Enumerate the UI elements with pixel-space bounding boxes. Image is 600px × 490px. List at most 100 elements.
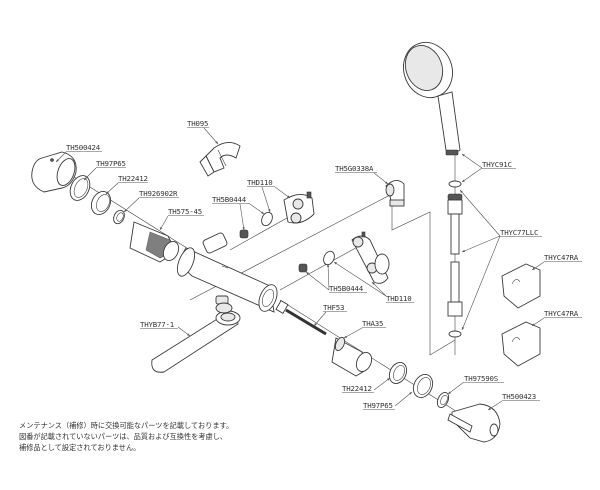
part-TH575-45-cartridge <box>129 221 180 263</box>
callout-thd110-top: THD110 <box>247 178 291 213</box>
arrowhead <box>387 378 390 381</box>
leader-line <box>373 172 389 185</box>
arrowhead <box>372 282 375 285</box>
leader-line <box>333 261 387 297</box>
arrowhead <box>187 333 190 336</box>
callout-th095: TH095 <box>187 119 219 145</box>
callout-th5b0444-top: TH5B0444 <box>212 195 265 231</box>
part-THD110-ring-top <box>261 211 273 227</box>
leader-line <box>343 327 363 339</box>
part-number-label: TH926902R <box>139 189 178 198</box>
maintenance-note: メンテナンス（補修）時に交換可能なパーツを記載しております。 図番が記載されてい… <box>19 420 233 453</box>
part-number-label: TH5B0444 <box>212 195 247 204</box>
arrowhead <box>532 267 535 270</box>
callout-th22412-top: TH22412 <box>105 174 148 195</box>
arrowhead <box>462 154 465 157</box>
callout-th97p65-bottom: TH97P65 <box>363 391 413 410</box>
part-THYC77LLC-hose <box>447 193 463 338</box>
part-TH5G0338A-elbow <box>385 180 405 207</box>
arrowhead <box>462 249 465 253</box>
part-THYC47RA-holder-top <box>501 263 541 309</box>
arrowhead <box>56 159 59 162</box>
note-line-1: メンテナンス（補修）時に交換可能なパーツを記載しております。 <box>19 421 234 430</box>
callout-th97p65-top: TH97P65 <box>83 159 126 181</box>
leader-line <box>261 186 271 213</box>
callout-tha35: THA35 <box>343 319 386 339</box>
part-number-label: THD110 <box>247 178 273 187</box>
leader-line <box>313 311 327 327</box>
arrowhead <box>461 327 465 330</box>
leader-line <box>371 281 387 297</box>
arrowhead <box>385 181 388 184</box>
part-number-label: THF53 <box>323 303 344 312</box>
part-number-label: THA35 <box>362 319 383 328</box>
leader-line <box>461 235 501 253</box>
arrowhead <box>462 179 465 182</box>
part-THA35-cartridge <box>331 336 373 377</box>
part-number-label: TH97P65 <box>96 159 126 168</box>
leader-line <box>394 391 413 407</box>
arrowhead <box>84 177 87 180</box>
arrowhead <box>409 392 412 395</box>
part-elbow-fitting-bottom <box>351 231 390 284</box>
arrowhead <box>106 191 109 194</box>
part-number-label: TH500423 <box>502 392 536 401</box>
arrowhead <box>314 323 317 326</box>
part-number-label: TH575-45 <box>168 207 202 216</box>
leader-line <box>461 153 483 169</box>
arrowhead <box>268 209 271 212</box>
leader-line <box>461 167 483 183</box>
leader-line <box>249 203 265 215</box>
arrowhead <box>532 323 535 326</box>
leader-line <box>274 186 291 199</box>
callout-th22412-bottom: TH22412 <box>342 377 391 393</box>
leader-line <box>461 235 501 331</box>
leader-line <box>83 167 97 181</box>
note-line-2: 図番が記載されていないパーツは、品質および互換性を考慮し、 <box>19 432 228 441</box>
arrowhead <box>287 195 290 198</box>
callout-thyc47ra-top: THYC47RA <box>531 253 582 271</box>
callouts: TH500424TH97P65TH22412TH926902RTH575-45T… <box>55 119 582 411</box>
leader-line <box>459 189 501 237</box>
callout-th926902r: TH926902R <box>123 189 179 213</box>
leader-line <box>373 377 391 391</box>
callout-th5b0444-bottom: TH5B0444 <box>305 263 367 293</box>
part-TH5B0444-check-valve-top <box>239 229 249 239</box>
part-number-label: TH500424 <box>66 143 101 152</box>
callout-thyc77llc: THYC77LLC <box>459 189 542 331</box>
part-number-label: TH5B0444 <box>329 284 364 293</box>
part-TH97P65-ring-bottom <box>412 374 434 398</box>
arrowhead <box>261 211 264 214</box>
leader-line <box>123 197 140 213</box>
part-TH97590S-washer <box>436 391 450 409</box>
leader-line <box>447 381 465 395</box>
part-number-label: THYC77LLC <box>500 228 538 237</box>
part-number-label: THYC47RA <box>544 253 579 262</box>
arrowhead <box>334 262 337 265</box>
part-number-label: TH5G0338A <box>335 164 374 173</box>
part-THYC91C-shower-head <box>403 41 461 156</box>
leader-line <box>487 400 503 411</box>
arrowhead <box>306 272 309 275</box>
callout-thyc47ra-bottom: THYC47RA <box>531 309 582 327</box>
part-THYC47RA-holder-bottom <box>501 321 541 367</box>
part-number-label: TH97590S <box>464 374 498 383</box>
callout-th97590s: TH97590S <box>447 374 504 395</box>
part-TH5B0444-check-valve-bottom <box>298 263 308 273</box>
callout-th5g0338a: TH5G0338A <box>335 164 389 185</box>
part-TH22412-nut-bottom <box>388 362 408 384</box>
part-hose-washer-top <box>448 180 462 188</box>
leader-line <box>327 263 330 291</box>
part-THYB77-1-spout <box>151 302 241 373</box>
arrowhead <box>448 391 451 394</box>
part-number-label: THYC91C <box>482 160 512 169</box>
part-TH095-clip <box>199 142 241 177</box>
leader-line <box>203 127 219 145</box>
part-THD110-ring-bottom <box>323 250 335 266</box>
callout-thd110-bottom: THD110 <box>333 261 414 303</box>
part-mixer-body <box>176 232 278 313</box>
part-TH500423-handle <box>447 403 501 443</box>
part-THF53-filter <box>275 300 327 336</box>
part-number-label: THYC47RA <box>544 309 579 318</box>
